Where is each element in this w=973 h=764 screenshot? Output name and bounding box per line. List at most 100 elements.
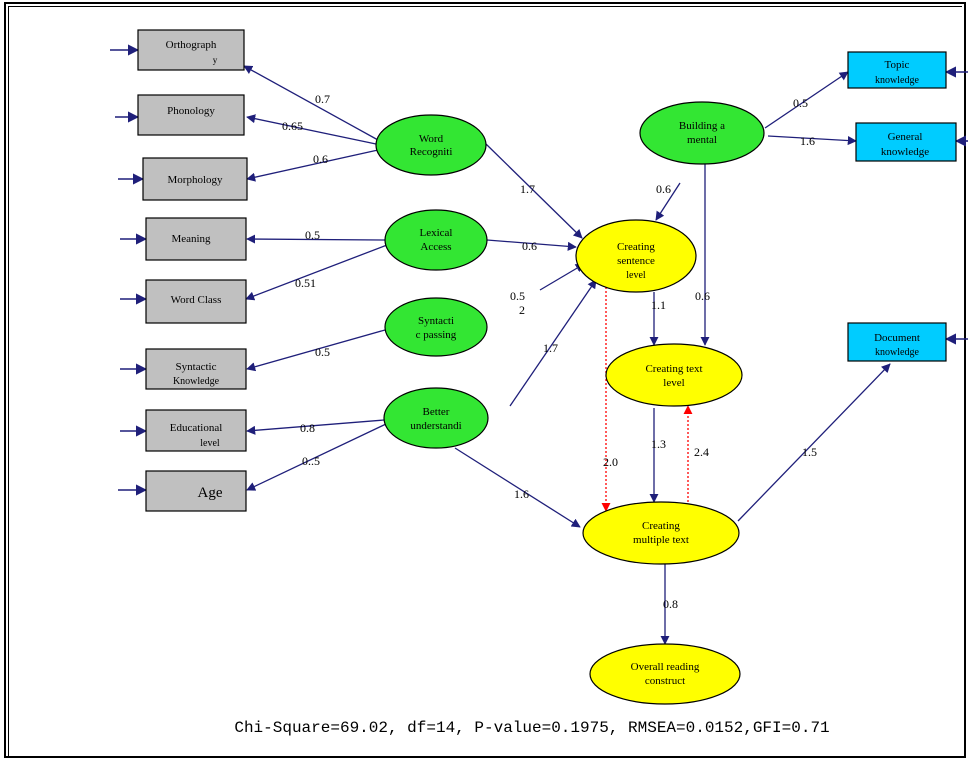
node-creating-text-line2: level — [663, 377, 684, 389]
node-better-understanding-line2: understandi — [410, 420, 461, 432]
node-educational-level: Educational level — [145, 409, 247, 452]
edge-la-meaning — [246, 234, 386, 244]
node-lexical-access: Lexical Access — [384, 209, 488, 271]
node-overall-reading-line1: Overall reading — [631, 661, 700, 673]
node-document-knowledge-line2: knowledge — [875, 347, 919, 358]
label-cm-overall: 0.8 — [663, 597, 678, 611]
label-phonology: 0.65 — [282, 119, 303, 133]
edge-wr-cs — [485, 143, 583, 239]
edge-bm-topic — [764, 71, 849, 129]
node-creating-multiple-line2: multiple text — [633, 534, 689, 546]
node-age-line1: Age — [198, 485, 223, 501]
node-overall-reading-line2: construct — [645, 675, 685, 687]
node-general-knowledge-line1: General — [888, 131, 923, 143]
label-cm-doc: 1.5 — [802, 445, 817, 459]
outcome-nodes: Creating sentence level Creating text le… — [575, 219, 743, 705]
node-creating-sentence-line2: sentence — [617, 255, 655, 267]
label-age: 0..5 — [302, 454, 320, 468]
label-cs-ct: 1.1 — [651, 298, 666, 312]
node-creating-sentence-line1: Creating — [617, 241, 655, 253]
node-creating-sentence-line3: level — [626, 270, 646, 281]
label-bm-ct: 0.6 — [695, 289, 710, 303]
node-syntactic-passing-line2: c passing — [416, 329, 457, 341]
edges — [110, 44, 968, 645]
edge-bu-age — [246, 423, 387, 491]
edge-bu-cm — [454, 447, 581, 528]
node-educational-level-line2: level — [200, 438, 220, 449]
node-word-class: Word Class — [145, 279, 247, 324]
label-meaning: 0.5 — [305, 228, 320, 242]
node-creating-multiple-line1: Creating — [642, 520, 680, 532]
label-cs-cm-dotted: 2.0 — [603, 455, 618, 469]
outer-frame — [4, 2, 966, 758]
node-word-class-line1: Word Class — [171, 294, 222, 306]
edge-la-cs — [486, 239, 577, 251]
node-syntactic-knowledge-line2: Knowledge — [173, 376, 220, 387]
edge-cm-doc — [737, 363, 891, 522]
node-meaning-line1: Meaning — [171, 233, 211, 245]
node-topic-knowledge: Topic knowledge — [847, 51, 947, 89]
node-syntactic-knowledge: Syntactic Knowledge — [145, 348, 247, 390]
node-lexical-access-line1: Lexical — [420, 227, 453, 239]
edge-sp-cs — [539, 263, 585, 291]
node-overall-reading: Overall reading construct — [589, 643, 741, 705]
edge-bu-edu — [246, 419, 385, 435]
edge-labels: 0.7 0.65 0.6 0.5 0.51 0.5 0.8 0..5 1.7 0… — [282, 92, 817, 611]
label-ct-cm: 1.3 — [651, 437, 666, 451]
node-age: Age — [145, 470, 247, 512]
label-bu-cm: 1.6 — [514, 487, 529, 501]
node-word-recognition: Word Recogniti — [375, 114, 487, 176]
label-wordclass: 0.51 — [295, 276, 316, 290]
node-word-recognition-line2: Recogniti — [410, 146, 453, 158]
node-creating-text-line1: Creating text — [645, 363, 702, 375]
node-creating-sentence: Creating sentence level — [575, 219, 697, 293]
label-edu: 0.8 — [300, 421, 315, 435]
label-la-cs: 0.6 — [522, 239, 537, 253]
node-syntactic-knowledge-line1: Syntactic — [176, 361, 217, 373]
node-morphology-line1: Morphology — [168, 174, 224, 186]
node-orthography-line1: Orthograph — [166, 39, 217, 51]
node-meaning: Meaning — [145, 217, 247, 261]
edge-bu-cs — [509, 279, 597, 407]
node-topic-knowledge-line1: Topic — [885, 59, 910, 71]
edge-sp-synknow — [246, 329, 386, 372]
node-creating-multiple: Creating multiple text — [582, 501, 740, 565]
fit-statistics: Chi-Square=69.02, df=14, P-value=0.1975,… — [234, 719, 829, 737]
observed-nodes: Orthograph y Phonology Morphology Meanin… — [137, 29, 248, 512]
label-bu-cs: 1.7 — [543, 341, 558, 355]
node-morphology: Morphology — [142, 157, 248, 201]
label-cm-ct-dotted: 2.4 — [694, 445, 709, 459]
node-syntactic-passing: Syntacti c passing — [384, 297, 488, 357]
node-syntactic-passing-line1: Syntacti — [418, 315, 454, 327]
node-orthography-line2: y — [213, 55, 218, 65]
node-building-mental: Building a mental — [639, 101, 765, 165]
edge-bm-general — [767, 135, 857, 146]
node-building-mental-line2: mental — [687, 134, 717, 146]
label-topic: 0.5 — [793, 96, 808, 110]
node-general-knowledge: General knowledge — [855, 122, 957, 162]
inner-frame — [8, 6, 962, 756]
latent-nodes: Word Recogniti Lexical Access Syntacti c… — [375, 101, 765, 449]
node-creating-text: Creating text level — [605, 343, 743, 407]
node-general-knowledge-line2: knowledge — [881, 146, 929, 158]
node-lexical-access-line2: Access — [420, 241, 451, 253]
label-morphology: 0.6 — [313, 152, 328, 166]
node-word-recognition-line1: Word — [419, 133, 444, 145]
label-sp-cs-sub: 2 — [519, 303, 525, 317]
node-orthography: Orthograph y — [137, 29, 245, 71]
label-wr-cs: 1.7 — [520, 182, 535, 196]
edge-wr-morphology — [246, 149, 379, 182]
node-document-knowledge-line1: Document — [874, 332, 920, 344]
edge-bm-cs — [655, 182, 681, 221]
node-phonology: Phonology — [137, 94, 245, 136]
edge-wr-phonology — [246, 114, 377, 145]
label-orthography: 0.7 — [315, 92, 330, 106]
label-bm-cs: 0.6 — [656, 182, 671, 196]
label-general: 1.6 — [800, 134, 815, 148]
label-synknow: 0.5 — [315, 345, 330, 359]
node-educational-level-line1: Educational — [170, 422, 223, 434]
edge-wr-orthography — [243, 65, 379, 141]
node-better-understanding-line1: Better — [423, 406, 450, 418]
node-document-knowledge: Document knowledge — [847, 322, 947, 362]
